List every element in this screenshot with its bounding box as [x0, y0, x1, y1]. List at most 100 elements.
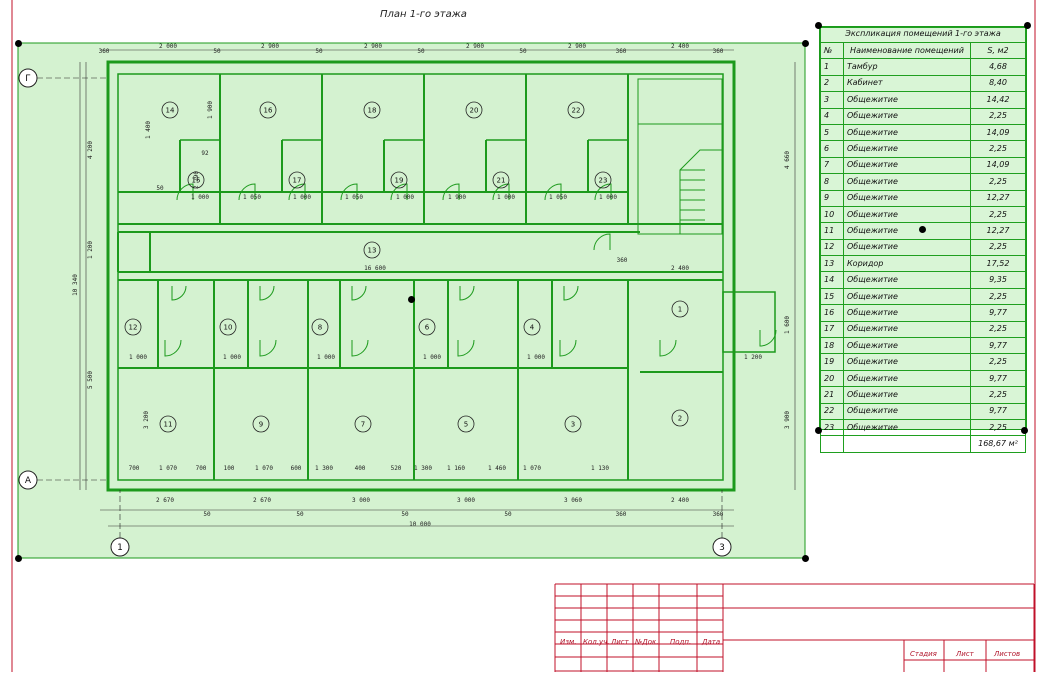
dimension-value: 4 660: [784, 151, 791, 169]
selection-handle[interactable]: [408, 296, 415, 303]
stamp-listov: Листов: [994, 650, 1021, 658]
axis-label-g: Г: [25, 74, 31, 84]
room-number: 21: [497, 177, 506, 185]
selection-handle[interactable]: [1024, 22, 1031, 29]
inner-wall: [117, 73, 724, 481]
dimension-value: 1 070: [523, 465, 541, 472]
door-swing: [563, 285, 579, 301]
room-area-cell: 14,09: [970, 123, 1026, 142]
selection-handle[interactable]: [919, 226, 926, 233]
selection-handle[interactable]: [802, 40, 809, 47]
selection-handle[interactable]: [1021, 427, 1028, 434]
door-swing: [442, 183, 460, 201]
room-tag-circle: [492, 171, 510, 189]
room-area-cell: 12,27: [970, 222, 1026, 240]
door-swing: [171, 285, 187, 301]
room-number-cell: 20: [820, 369, 844, 388]
dimension-value: 2 670: [156, 497, 174, 504]
room-area-cell: 9,77: [970, 369, 1026, 388]
dimension-value: 1 160: [447, 465, 465, 472]
room-tag-circle: [354, 415, 372, 433]
door-swing: [559, 339, 577, 357]
room-area-cell: 9,35: [970, 271, 1026, 289]
room-area-cell: 2,25: [970, 140, 1026, 158]
selection-handle[interactable]: [15, 555, 22, 562]
door-swing: [259, 285, 275, 301]
door-swing: [340, 183, 358, 201]
room-area-cell: 2,25: [970, 353, 1026, 371]
header-number: №: [820, 41, 844, 60]
room-number-cell: 15: [820, 287, 844, 306]
dimension-value: 1 900: [207, 101, 214, 119]
dimension-value: 1 000: [599, 194, 617, 201]
dimension-value: 4 200: [87, 141, 94, 159]
room-tag-circle: [311, 318, 329, 336]
selection-handle[interactable]: [802, 555, 809, 562]
room-name-cell: Кабинет: [843, 74, 971, 93]
room-number: 2: [678, 415, 682, 423]
dimension-value: 1 070: [159, 465, 177, 472]
room-area-cell: 12,27: [970, 189, 1026, 207]
dimension-value: 2 670: [253, 497, 271, 504]
room-tag-circle: [523, 318, 541, 336]
room-number: 23: [599, 177, 608, 185]
room-area-cell: 14,09: [970, 156, 1026, 175]
room-area-cell: 2,25: [970, 238, 1026, 257]
dimension-value: 520: [391, 465, 402, 472]
dimension-value: 1 000: [129, 354, 147, 361]
dimension-value: 3 000: [352, 497, 370, 504]
dimension-value: 1 050: [345, 194, 363, 201]
selection-handle[interactable]: [15, 40, 22, 47]
title-block[interactable]: Изм. Кол.уч. Лист №Док. Подп. Дата Стади…: [554, 583, 1035, 672]
dimension-value: 600: [291, 465, 302, 472]
room-name-cell: Общежитие: [843, 91, 971, 109]
dimension-value: 1 300: [315, 465, 333, 472]
room-name-cell: Общежитие: [843, 337, 971, 355]
dimension-value: 92: [201, 150, 209, 157]
room-area-cell: 2,25: [970, 320, 1026, 339]
dimension-value: 2 400: [671, 43, 689, 50]
dimension-value: 2 900: [261, 43, 279, 50]
room-number: 4: [530, 324, 535, 332]
room-tag-circle: [161, 101, 179, 119]
room-number: 11: [164, 421, 173, 429]
selection-handle[interactable]: [815, 22, 822, 29]
dimension-value: 1 000: [223, 354, 241, 361]
room-number: 12: [129, 324, 138, 332]
selection-handle[interactable]: [815, 427, 822, 434]
room-number-cell: 3: [820, 91, 844, 109]
room-name-cell: Общежитие: [843, 107, 971, 125]
dimension-value: 1 000: [423, 354, 441, 361]
dimension-value: 100: [224, 465, 235, 472]
dimension-value: 2 400: [671, 265, 689, 272]
dimension-value: 2 400: [671, 497, 689, 504]
room-number: 17: [293, 177, 302, 185]
room-tag-circle: [259, 101, 277, 119]
room-name-cell: Общежитие: [843, 173, 971, 191]
dimension-value: 50: [296, 511, 304, 518]
